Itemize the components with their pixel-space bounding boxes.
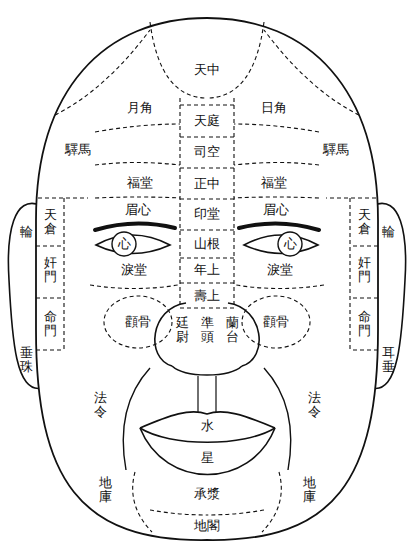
region-label: 司空 xyxy=(194,145,220,159)
nose-base xyxy=(172,366,242,375)
region-label: 日角 xyxy=(261,101,287,115)
region-label: 驛馬 xyxy=(323,143,349,157)
left-face-features xyxy=(36,22,207,532)
region-label: 驛馬 xyxy=(65,143,91,157)
region-label: 廷尉 xyxy=(176,316,189,345)
region-label: 命門 xyxy=(44,310,57,339)
region-label: 月角 xyxy=(127,101,153,115)
region-label: 地庫 xyxy=(99,476,112,505)
region-label: 星 xyxy=(201,451,214,465)
region-label: 輪 xyxy=(382,225,395,239)
region-label: 顴骨 xyxy=(125,315,151,329)
region-label: 蘭台 xyxy=(226,316,239,345)
region-label: 淚堂 xyxy=(121,263,147,277)
region-label: 承漿 xyxy=(194,487,220,501)
region-label: 耳垂 xyxy=(382,346,395,375)
philtrum xyxy=(198,376,216,412)
region-label: 法令 xyxy=(94,391,107,420)
region-label: 眉心 xyxy=(263,203,289,217)
region-label: 地閣 xyxy=(194,519,220,533)
region-label: 法令 xyxy=(308,391,321,420)
region-label: 天庭 xyxy=(194,114,220,128)
right-face-features xyxy=(207,22,378,532)
region-label: 輪 xyxy=(20,225,33,239)
region-label: 顴骨 xyxy=(263,315,289,329)
region-label: 福堂 xyxy=(127,176,153,190)
region-label: 垂珠 xyxy=(20,346,33,375)
region-label: 天倉 xyxy=(358,208,371,237)
region-label: 淚堂 xyxy=(267,263,293,277)
region-label: 印堂 xyxy=(194,207,220,221)
region-label: 奸門 xyxy=(358,256,371,285)
region-label: 天倉 xyxy=(44,208,57,237)
region-label: 準頭 xyxy=(201,316,214,345)
region-label: 奸門 xyxy=(44,256,57,285)
lower-lip xyxy=(140,428,275,475)
region-label: 眉心 xyxy=(125,203,151,217)
region-label: 正中 xyxy=(194,177,220,191)
region-label: 年上 xyxy=(194,263,220,277)
region-label: 心 xyxy=(284,237,297,251)
region-label: 山根 xyxy=(194,237,220,251)
region-label: 命門 xyxy=(358,310,371,339)
region-label: 天中 xyxy=(194,63,220,77)
region-label: 壽上 xyxy=(194,289,220,303)
region-label: 地庫 xyxy=(303,476,316,505)
region-label: 福堂 xyxy=(261,176,287,190)
region-label: 水 xyxy=(201,419,214,433)
region-label: 心 xyxy=(118,237,131,251)
face-outline xyxy=(36,18,378,540)
